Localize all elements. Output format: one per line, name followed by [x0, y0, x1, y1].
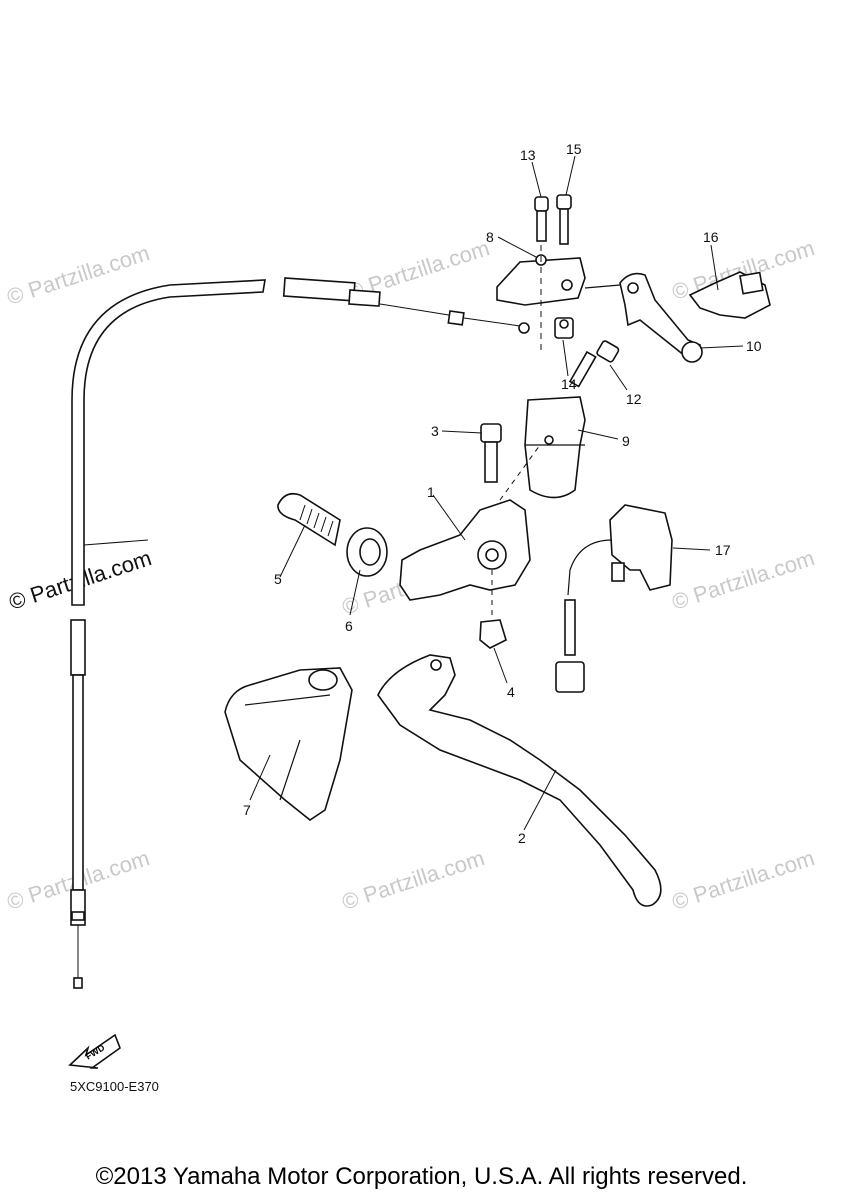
part-10-lever: [619, 272, 703, 363]
callout-13: 13: [520, 147, 536, 163]
diagram-code: 5XC9100-E370: [70, 1079, 159, 1094]
part-5-adjuster: [277, 492, 341, 547]
part-16-clip: [688, 271, 771, 319]
screws-13-15: [534, 194, 572, 350]
callout-6: 6: [345, 618, 353, 634]
callout-17: 17: [715, 542, 731, 558]
callout-5: 5: [274, 571, 282, 587]
watermark: © Partzilla.com: [339, 845, 488, 915]
callout-16: 16: [703, 229, 719, 245]
callout-15: 15: [566, 141, 582, 157]
callout-4: 4: [507, 684, 515, 700]
part-2-lever: [377, 654, 662, 907]
part-14-nut: [554, 317, 574, 339]
callout-3: 3: [431, 423, 439, 439]
callout-12: 12: [626, 391, 642, 407]
part-9-bracket: [524, 396, 586, 499]
watermark: © Partzilla.com: [669, 845, 818, 915]
callout-1: 1: [427, 484, 435, 500]
callout-8: 8: [486, 229, 494, 245]
fwd-arrow-icon: FWD: [68, 1033, 121, 1069]
part-1-holder: [399, 444, 541, 620]
callout-2: 2: [518, 830, 526, 846]
clutch-cable: [70, 277, 530, 989]
part-17-switch: [555, 504, 673, 693]
watermark: © Partzilla.com: [669, 545, 818, 615]
part-7-guard: [224, 667, 353, 821]
part-8-holder: [496, 254, 621, 306]
leader-lines: [83, 155, 744, 831]
part-3-bolt: [480, 423, 502, 483]
callout-10: 10: [746, 338, 762, 354]
callouts: 13 15 8 16 10 14 12 9 3 1 5 6 4 17 7 2: [243, 141, 762, 846]
callout-9: 9: [622, 433, 630, 449]
callout-14: 14: [561, 376, 577, 392]
copyright-notice: ©2013 Yamaha Motor Corporation, U.S.A. A…: [95, 1163, 748, 1190]
part-4-nut: [479, 619, 507, 649]
callout-7: 7: [243, 802, 251, 818]
part-6-locknut: [346, 527, 388, 577]
part-12-screw: [568, 340, 620, 388]
